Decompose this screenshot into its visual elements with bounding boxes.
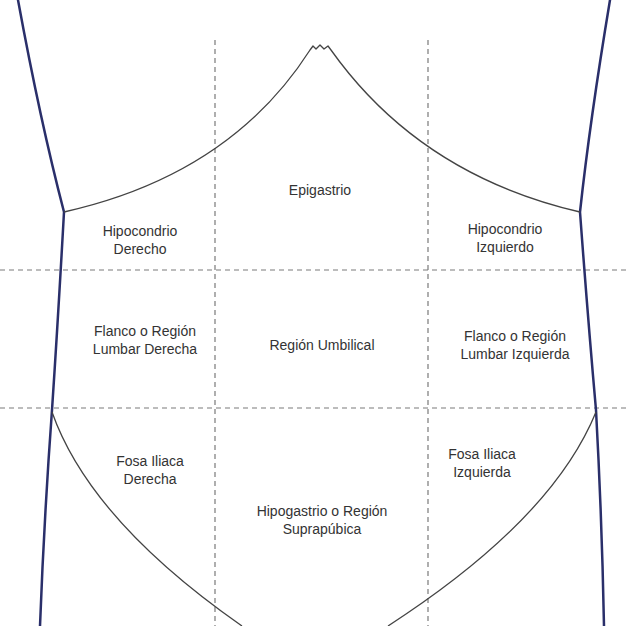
- inguinal-line: [388, 412, 596, 626]
- dashed-divider: [0, 269, 626, 270]
- region-label: Hipocondrio Izquierdo: [448, 219, 562, 257]
- region-label: Hipogastrio o Región Suprapúbica: [252, 501, 392, 539]
- region-label: Fosa Iliaca Izquierda: [430, 444, 534, 482]
- inguinal-line: [52, 412, 242, 626]
- region-label: Región Umbilical: [245, 335, 399, 355]
- dashed-divider: [0, 407, 626, 408]
- region-label: Flanco o Región Lumbar Derecha: [88, 321, 202, 359]
- costal-margin: [64, 45, 580, 212]
- body-outline: [580, 0, 610, 626]
- dashed-divider: [427, 40, 428, 626]
- region-label: Epigastrio: [258, 180, 382, 200]
- dashed-divider: [214, 40, 215, 626]
- body-outline: [18, 0, 64, 626]
- region-label: Fosa Iliaca Derecha: [98, 451, 202, 489]
- region-label: Flanco o Región Lumbar Izquierda: [458, 326, 572, 364]
- region-label: Hipocondrio Derecho: [83, 221, 197, 259]
